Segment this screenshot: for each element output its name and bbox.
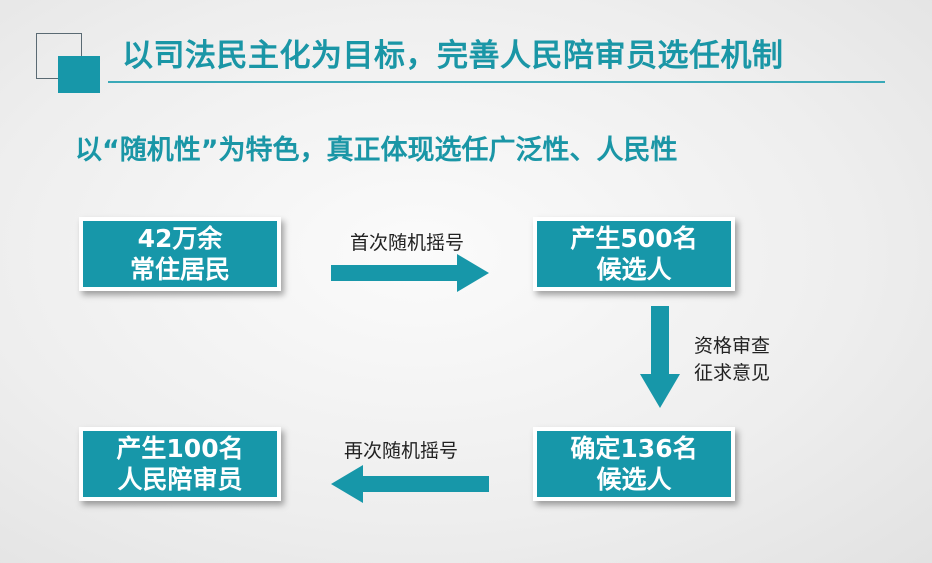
box-candidates-500-line1: 产生500名 — [570, 224, 698, 253]
title-deco-filled-square — [58, 56, 100, 93]
box-candidates-500: 产生500名 候选人 — [533, 217, 735, 291]
box-residents: 42万余 常住居民 — [79, 217, 281, 291]
step2-label-line1: 资格审查 — [694, 335, 771, 357]
box-jurors-100: 产生100名 人民陪审员 — [79, 427, 281, 501]
box-candidates-500-line2: 候选人 — [596, 255, 672, 284]
arrow-down-step2 — [640, 306, 680, 408]
arrow-right-step1 — [331, 254, 489, 292]
box-jurors-100-line1: 产生100名 — [116, 434, 244, 463]
page-title: 以司法民主化为目标，完善人民陪审员选任机制 — [122, 38, 784, 74]
box-residents-line2: 常住居民 — [129, 255, 230, 284]
page-subtitle: 以“随机性”为特色，真正体现选任广泛性、人民性 — [75, 135, 678, 166]
step1-label: 首次随机摇号 — [350, 232, 465, 254]
box-jurors-100-line2: 人民陪审员 — [117, 465, 243, 494]
box-residents-line1: 42万余 — [137, 224, 223, 253]
box-candidates-136: 确定136名 候选人 — [533, 427, 735, 501]
box-candidates-136-line1: 确定136名 — [570, 434, 698, 463]
step2-label-line2: 征求意见 — [694, 362, 771, 384]
title-underline — [108, 81, 885, 83]
arrow-left-step3 — [331, 465, 489, 503]
step3-label: 再次随机摇号 — [344, 440, 459, 462]
box-candidates-136-line2: 候选人 — [596, 465, 672, 494]
